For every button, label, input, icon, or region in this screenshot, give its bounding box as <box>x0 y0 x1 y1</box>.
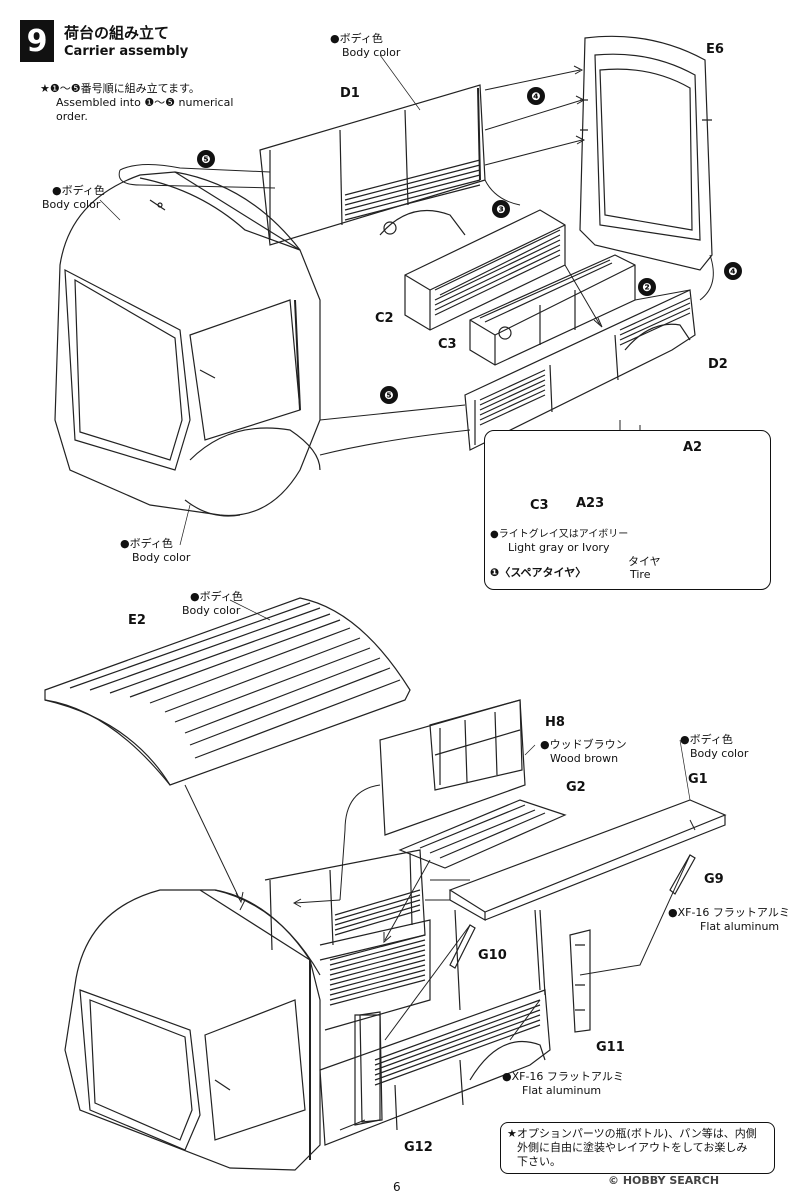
label-body-color-wheel-jp: ●ボディ色 <box>120 537 173 550</box>
label-body-color-roof-jp: ●ボディ色 <box>190 590 243 603</box>
assembly-arrows-top <box>118 65 714 456</box>
assembly-arrows-bottom <box>184 784 696 1131</box>
page-number: 6 <box>393 1180 401 1194</box>
part-e2: E2 <box>128 613 146 628</box>
part-g10: G10 <box>478 948 507 963</box>
shelf-h8 <box>379 699 526 836</box>
roof-e2 <box>44 597 411 786</box>
label-body-color-g1-en: Body color <box>690 747 749 760</box>
order-note-en-1: Assembled into ❶〜❺ numerical <box>56 96 234 109</box>
label-body-color-g1-jp: ●ボディ色 <box>680 733 733 746</box>
label-body-color-d1-jp: ●ボディ色 <box>330 32 383 45</box>
part-g12: G12 <box>404 1140 433 1155</box>
truck-bottom <box>64 849 551 1171</box>
order-note-jp: ★❶〜❺番号順に組み立てます。 <box>40 82 200 95</box>
rear-frame-e6 <box>579 35 713 271</box>
order-note-en-2: order. <box>56 110 88 123</box>
step-number-badge: 9 <box>20 20 54 62</box>
callout-5-top: ❺ <box>197 150 215 168</box>
step-title-en: Carrier assembly <box>64 44 189 59</box>
callout-4-upper: ❹ <box>527 87 545 105</box>
callout-4-lower: ❹ <box>724 262 742 280</box>
label-wood-brown-en: Wood brown <box>550 752 619 765</box>
spare-tire-inset <box>484 430 771 590</box>
label-wood-brown-jp: ●ウッドブラウン <box>540 738 627 751</box>
label-light-gray-jp: ●ライトグレイ又はアイボリー <box>490 529 629 540</box>
label-tire-jp: タイヤ <box>628 555 661 568</box>
part-d2: D2 <box>708 357 728 372</box>
callout-2: ❷ <box>638 278 656 296</box>
label-xf16-bottom-en: Flat aluminum <box>522 1084 602 1097</box>
step-title-jp: 荷台の組み立て <box>64 24 170 42</box>
option-parts-note: ★オプションパーツの瓶(ボトル)、パン等は、内側 外側に自由に塗装やレイアウトを… <box>500 1122 775 1174</box>
option-note-line-1: ★オプションパーツの瓶(ボトル)、パン等は、内側 <box>507 1127 757 1140</box>
board-g1 <box>448 799 727 922</box>
watermark: © HOBBY SEARCH <box>608 1174 720 1187</box>
small-parts-bottom <box>359 854 696 1123</box>
side-panel-d1 <box>259 84 486 246</box>
part-c3-inset: C3 <box>530 498 549 513</box>
option-note-line-2: 外側に自由に塗装やレイアウトをしてお楽しみ <box>517 1141 748 1154</box>
label-light-gray-en: Light gray or Ivory <box>508 541 610 554</box>
label-body-color-wheel-en: Body color <box>132 551 191 564</box>
callout-5-bottom: ❺ <box>380 386 398 404</box>
part-g2: G2 <box>566 780 586 795</box>
part-a2: A2 <box>683 440 703 455</box>
part-h8: H8 <box>545 715 565 730</box>
part-g1: G1 <box>688 772 708 787</box>
part-c2: C2 <box>375 311 394 326</box>
label-xf16-g9-jp: ●XF-16 フラットアルミ <box>668 906 790 919</box>
label-xf16-g9-en: Flat aluminum <box>700 920 780 933</box>
truck-cab-top <box>54 171 321 517</box>
part-g11: G11 <box>596 1040 625 1055</box>
label-body-color-roof-en: Body color <box>182 604 241 617</box>
option-note-line-3: 下さい。 <box>517 1155 561 1168</box>
assembly-order-note: ★❶〜❺番号順に組み立てます。 Assembled into ❶〜❺ numer… <box>40 82 233 124</box>
side-panel-d2 <box>464 289 696 451</box>
part-e6: E6 <box>706 42 724 57</box>
board-g2 <box>398 799 567 869</box>
label-spare-tire: ❶〈スペアタイヤ〉 <box>490 566 587 579</box>
callout-3: ❸ <box>492 200 510 218</box>
label-tire-en: Tire <box>630 568 651 581</box>
part-d1: D1 <box>340 86 360 101</box>
part-g9: G9 <box>704 872 724 887</box>
part-a23: A23 <box>576 496 605 511</box>
label-leaders <box>99 54 691 801</box>
label-body-color-d1-en: Body color <box>342 46 401 59</box>
label-body-color-cab-jp: ●ボディ色 <box>52 184 105 197</box>
box-c3 <box>469 254 636 366</box>
part-c3: C3 <box>438 337 457 352</box>
label-xf16-bottom-jp: ●XF-16 フラットアルミ <box>502 1070 624 1083</box>
label-body-color-cab-en: Body color <box>42 198 101 211</box>
